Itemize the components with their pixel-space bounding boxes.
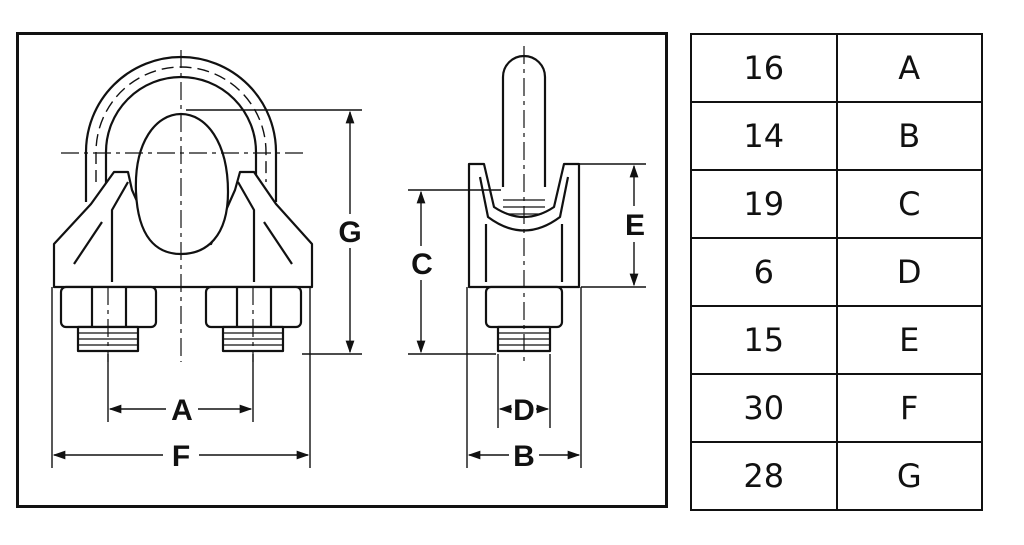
dim-label-b: B — [513, 440, 535, 473]
dim-label-d: D — [513, 394, 535, 427]
table-row: 14 B — [690, 101, 983, 171]
table-row: 15 E — [690, 305, 983, 375]
dim-label-g: G — [338, 216, 361, 249]
dim-label-e: E — [625, 209, 645, 242]
dimension-value: 16 — [690, 33, 838, 103]
dimension-value: 15 — [690, 305, 838, 375]
front-view — [52, 55, 314, 353]
dimension-letter: G — [835, 441, 983, 511]
table-row: 19 C — [690, 169, 983, 239]
dimension-letter: E — [835, 305, 983, 375]
wire-rope-clip-drawing: A F G C E D B — [16, 32, 668, 508]
table-row: 30 F — [690, 373, 983, 443]
dimension-value: 19 — [690, 169, 838, 239]
dimension-value: 14 — [690, 101, 838, 171]
table-row: 6 D — [690, 237, 983, 307]
dimension-letter: C — [835, 169, 983, 239]
dim-label-a: A — [171, 394, 193, 427]
table-row: 16 A — [690, 33, 983, 103]
dimension-value: 28 — [690, 441, 838, 511]
dimension-value: 30 — [690, 373, 838, 443]
dim-label-f: F — [172, 440, 190, 473]
front-centerlines — [61, 50, 308, 362]
dimension-letter: F — [835, 373, 983, 443]
dimensions-table: 16 A 14 B 19 C 6 D 15 E 30 F 28 G — [690, 33, 983, 511]
table-row: 28 G — [690, 441, 983, 511]
front-dimensions — [51, 109, 362, 468]
side-dimensions — [408, 163, 646, 468]
dimension-value: 6 — [690, 237, 838, 307]
dimension-letter: B — [835, 101, 983, 171]
dimension-letter: D — [835, 237, 983, 307]
drawing-frame — [16, 32, 668, 508]
dim-label-c: C — [411, 248, 433, 281]
saddle-side — [467, 162, 581, 289]
dimension-letter: A — [835, 33, 983, 103]
